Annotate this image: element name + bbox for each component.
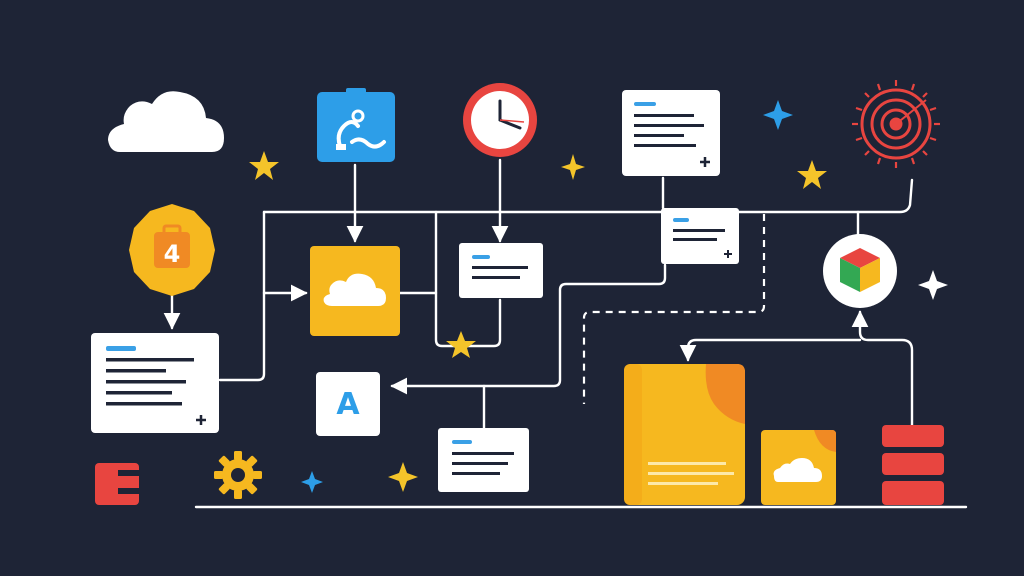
cloud-icon <box>108 91 224 152</box>
star-icon <box>561 154 585 180</box>
cube-icon[interactable] <box>823 234 897 308</box>
clock-icon <box>463 83 537 157</box>
left-doc-bus-line <box>218 210 266 382</box>
route-to-letter-arrow <box>390 263 667 395</box>
cloud-folder-icon[interactable] <box>761 430 836 505</box>
gear-icon[interactable] <box>214 451 262 499</box>
database-to-cube-arrow <box>851 310 914 427</box>
document-icon[interactable] <box>438 428 529 492</box>
badge-number: 4 <box>164 240 181 268</box>
letter-a-label: A <box>336 387 360 422</box>
star-icon <box>249 151 279 180</box>
red-block-icon[interactable] <box>95 463 140 505</box>
badge-icon[interactable]: 4 <box>129 204 215 296</box>
letter-a-tile-icon[interactable]: A <box>316 372 380 436</box>
folder-icon[interactable] <box>624 364 745 505</box>
document-icon[interactable] <box>661 208 739 264</box>
document-icon[interactable] <box>622 90 720 176</box>
dashed-route-line <box>582 214 766 404</box>
document-icon[interactable] <box>459 243 543 298</box>
star-icon <box>388 462 418 492</box>
connector-lines <box>163 158 968 509</box>
cloud-folder-icon[interactable] <box>310 246 400 336</box>
sparkle-icon <box>763 100 793 130</box>
sparkle-icon <box>301 471 323 493</box>
star-icon <box>446 331 476 358</box>
loop-line <box>434 291 502 348</box>
top-bus-line <box>262 178 914 214</box>
star-group <box>249 151 827 492</box>
photo-app-icon[interactable] <box>317 88 395 162</box>
document-icon[interactable] <box>91 333 219 433</box>
radar-target-icon <box>852 80 940 168</box>
star-icon <box>797 160 827 189</box>
sparkle-icon <box>918 270 948 300</box>
cloud-right-line <box>398 210 438 295</box>
database-icon[interactable] <box>882 425 944 505</box>
to-folder-arrow <box>679 338 862 362</box>
